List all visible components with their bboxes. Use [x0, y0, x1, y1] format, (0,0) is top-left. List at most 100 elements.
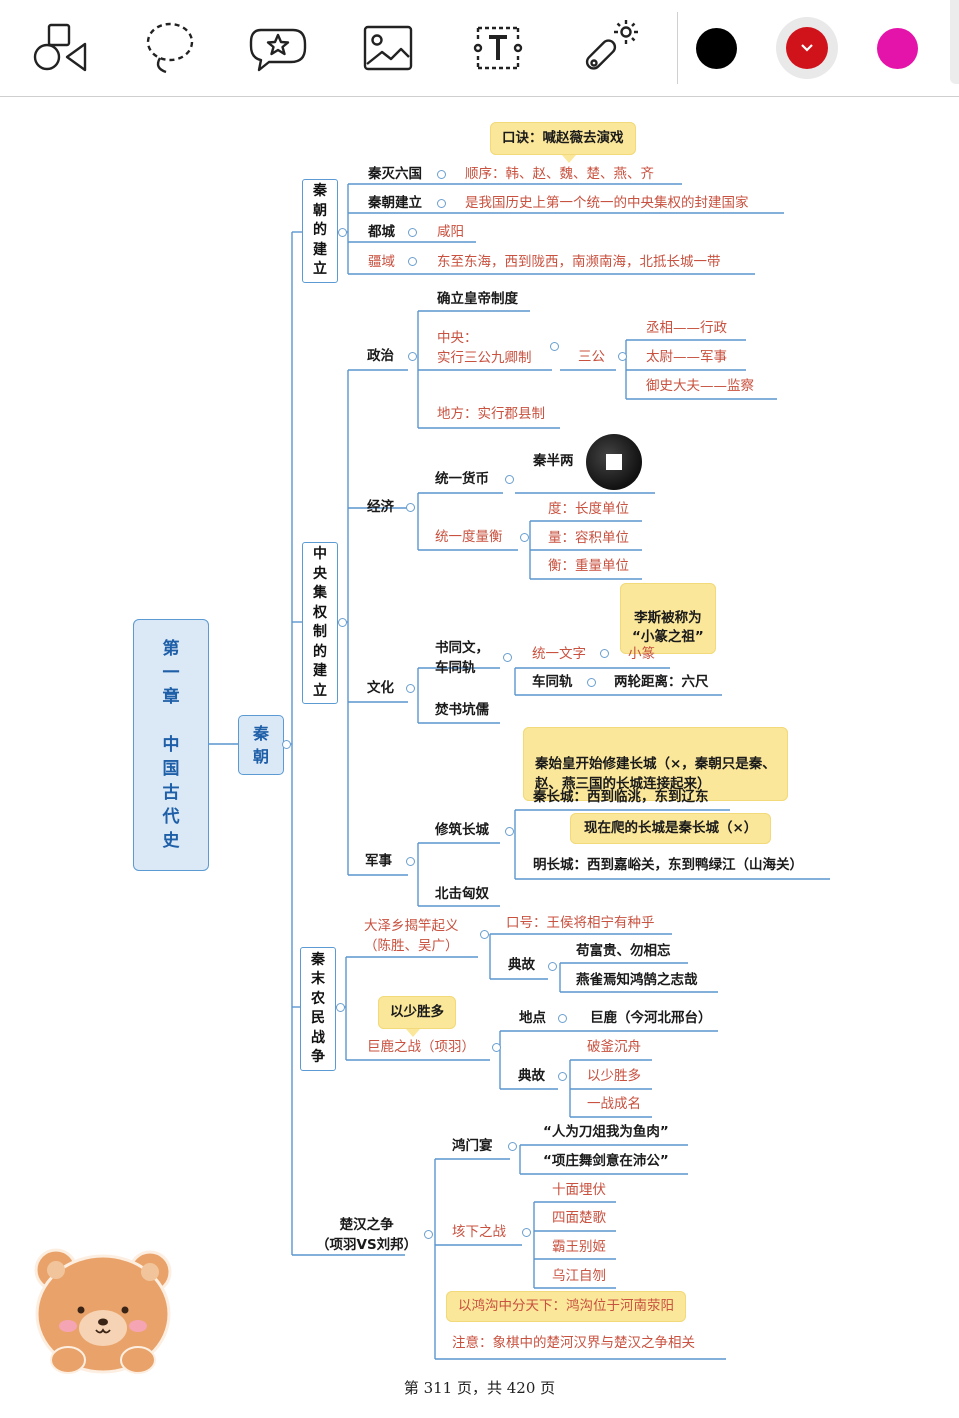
office-0: 丞相——行政 [646, 320, 727, 336]
build-wall: 修筑长城 [435, 822, 489, 838]
image-icon[interactable] [356, 18, 420, 78]
connector-dot [336, 1003, 345, 1012]
connector-dot [600, 649, 609, 658]
teddy-bear-sticker [28, 1242, 178, 1382]
military-label: 军事 [365, 853, 392, 869]
qin-wall: 秦长城：西到临洮，东到辽东 [533, 789, 709, 805]
unify-script: 统一文字 [532, 646, 586, 662]
laser-pointer-icon[interactable] [578, 18, 642, 78]
sec1-key-1: 秦朝建立 [368, 195, 422, 211]
sec1-val-1: 是我国历史上第一个统一的中央集权的封建国家 [465, 195, 749, 211]
connector-dot [408, 352, 417, 361]
connector-dot [338, 618, 347, 627]
central-system: 中央： 实行三公九卿制 [437, 330, 532, 366]
great-wall-note-1-text: 秦始皇开始修建长城（×，秦朝只是秦、 赵、燕三国的长城连接起来） [535, 756, 776, 792]
sec1-val-2: 咸阳 [437, 224, 464, 240]
connector-dot [558, 1014, 567, 1023]
qin-founding-label: 秦 朝 的 建 立 [313, 183, 327, 278]
centralization-label: 中 央 集 权 制 的 建 立 [313, 546, 327, 699]
toolbar-separator [677, 12, 678, 84]
idiom2-2: 一战成名 [587, 1096, 641, 1112]
peasant-war-node[interactable]: 秦 末 农 民 战 争 [300, 947, 336, 1071]
politics-label: 政治 [367, 348, 394, 364]
coin-name: 秦半两 [533, 453, 574, 469]
unit-2: 衡：重量单位 [548, 558, 629, 574]
centralization-node[interactable]: 中 央 集 权 制 的 建 立 [302, 542, 338, 704]
text-box-icon[interactable] [466, 18, 530, 78]
connector-dot [587, 678, 596, 687]
connector-dot [503, 653, 512, 662]
sangong-label: 三公 [578, 349, 605, 365]
great-wall-note-1: 秦始皇开始修建长城（×，秦朝只是秦、 赵、燕三国的长城连接起来） [523, 727, 788, 801]
lisi-note: 李斯被称为 “小篆之祖” [620, 583, 716, 654]
sec1-key-2: 都城 [368, 224, 395, 240]
great-wall-note-2: 现在爬的长城是秦长城（×） [570, 813, 772, 844]
few-beat-many-text: 以少胜多 [390, 1004, 444, 1020]
diangu-label-2: 典故 [518, 1068, 545, 1084]
toolbar [0, 0, 959, 97]
office-2: 御史大夫——监察 [646, 378, 754, 394]
hongmen-feast: 鸿门宴 [452, 1138, 493, 1154]
connector-dot [548, 962, 557, 971]
idiom2-1: 以少胜多 [587, 1068, 641, 1084]
qin-dynasty-node[interactable]: 秦 朝 [238, 715, 284, 775]
place-value: 巨鹿（今河北邢台） [590, 1010, 712, 1026]
north-xiongnu: 北击匈奴 [435, 886, 489, 902]
lisi-note-text: 李斯被称为 “小篆之祖” [632, 610, 704, 645]
shutong-label: 书同文， 车同轨 [435, 640, 489, 676]
local-system: 地方：实行郡县制 [437, 406, 545, 422]
idiom4-2: 霸王别姬 [552, 1239, 606, 1255]
burn-books: 焚书坑儒 [435, 702, 489, 718]
connector-dot [480, 930, 489, 939]
color-swatch-red[interactable] [776, 17, 838, 79]
great-wall-note-2-text: 现在爬的长城是秦长城（×） [584, 820, 758, 836]
connector-dot [522, 1228, 531, 1237]
color-swatch-black[interactable] [696, 28, 737, 69]
idiom4-3: 乌江自刎 [552, 1268, 606, 1284]
chess-note: 注意：象棋中的楚河汉界与楚汉之争相关 [452, 1335, 695, 1351]
sticker-icon[interactable] [245, 18, 309, 78]
unify-currency: 统一货币 [435, 471, 489, 487]
connector-dot [406, 503, 415, 512]
sec1-key-3: 疆域 [368, 254, 395, 270]
banliang-coin-image [586, 434, 642, 490]
honggou-note-text: 以鸿沟中分天下：鸿沟位于河南荥阳 [458, 1298, 674, 1314]
lasso-icon[interactable] [136, 18, 200, 78]
unit-0: 度：长度单位 [548, 501, 629, 517]
idiom1-0: 苟富贵、勿相忘 [576, 943, 671, 959]
root-chapter-node[interactable]: 第 一 章 中 国 古 代 史 [133, 619, 209, 871]
slogan: 口号：王侯将相宁有种乎 [506, 915, 655, 931]
connector-dot [505, 827, 514, 836]
sec1-key-0: 秦灭六国 [368, 166, 422, 182]
connector-dot [505, 475, 514, 484]
mnemonic-note: 口诀：喊赵薇去演戏 [490, 122, 636, 163]
connector-dot [618, 352, 627, 361]
chevron-down-icon [786, 27, 828, 69]
connector-dot [492, 1043, 501, 1052]
connector-dot [338, 228, 347, 237]
color-swatch-magenta[interactable] [877, 28, 918, 69]
sec1-val-0: 顺序：韩、赵、魏、楚、燕、齐 [465, 166, 654, 182]
connector-dot [520, 533, 529, 542]
connector-dot [408, 228, 417, 237]
honggou-note: 以鸿沟中分天下：鸿沟位于河南荥阳 [446, 1291, 686, 1322]
office-1: 太尉——军事 [646, 349, 727, 365]
qin-founding-node[interactable]: 秦 朝 的 建 立 [302, 179, 338, 283]
root-chapter-label: 第 一 章 中 国 古 代 史 [162, 639, 180, 851]
connector-dot [282, 740, 291, 749]
shapes-icon[interactable] [27, 18, 91, 78]
unit-1: 量：容积单位 [548, 530, 629, 546]
mindmap-canvas: 第 一 章 中 国 古 代 史 秦 朝 秦 朝 的 建 立 口诀：喊赵薇去演戏 … [0, 97, 959, 1418]
connector-dot [408, 257, 417, 266]
dazexiang-uprising: 大泽乡揭竿起义 （陈胜、吴广） [364, 918, 459, 954]
connector-dot [406, 857, 415, 866]
connector-dot [550, 342, 559, 351]
chuhan-war-label: 楚汉之争 （项羽VS刘邦） [316, 1217, 418, 1253]
page-number: 第 311 页，共 420 页 [403, 1379, 556, 1397]
unify-measures: 统一度量衡 [435, 529, 503, 545]
place-label: 地点 [519, 1010, 546, 1026]
connector-dot [406, 684, 415, 693]
connector-dot [437, 170, 446, 179]
idiom1-1: 燕雀焉知鸿鹄之志哉 [576, 972, 698, 988]
culture-label: 文化 [367, 680, 394, 696]
